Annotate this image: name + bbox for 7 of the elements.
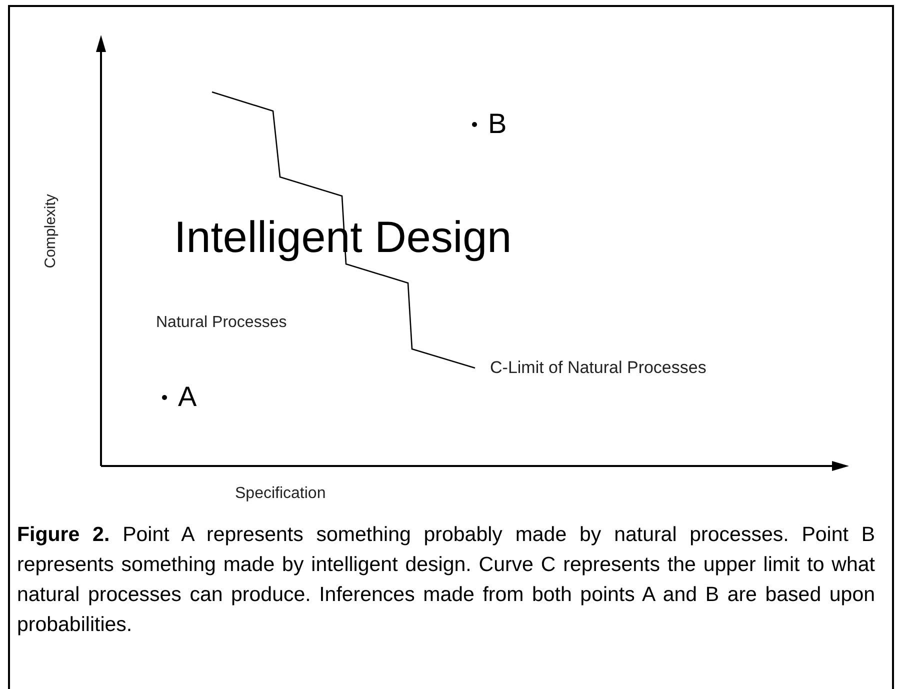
axis-title: Specification	[235, 484, 326, 504]
figure-caption: Figure 2. Point A represents something probably made by natural processes. Point B represents something made by intelligent design. Curve C represents the upper limit to what natural processes can produce. Inferences made from both points A and B are based upon probabilities.	[17, 522, 875, 638]
axis-title: Complexity	[40, 194, 60, 268]
point-label: A	[178, 383, 197, 411]
region-label: Natural Processes	[156, 313, 287, 333]
point-label: B	[488, 110, 507, 138]
curve-label: C-Limit of Natural Processes	[490, 357, 706, 379]
